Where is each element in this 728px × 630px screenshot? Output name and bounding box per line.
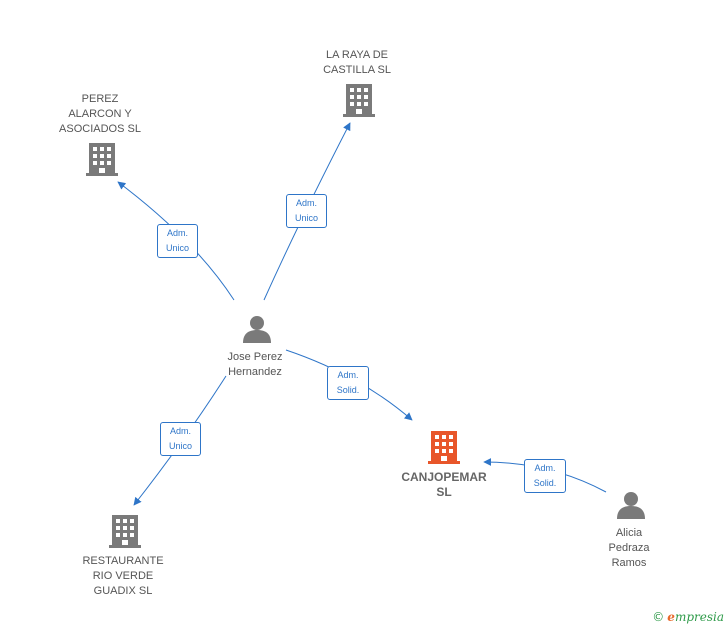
building-icon[interactable] [109,515,141,548]
edge-label-adm-unico: Adm. Unico [160,422,201,456]
edge-label-adm-unico: Adm. Unico [157,224,198,258]
node-label-jose[interactable]: Jose Perez Hernandez [227,351,283,378]
person-icon[interactable] [243,316,271,343]
node-label-alicia[interactable]: Alicia Pedraza Ramos [608,527,650,569]
brand-logo: ©empresia [652,610,724,624]
building-icon[interactable] [86,143,118,176]
edge-label-adm-unico: Adm. Unico [286,194,327,228]
node-label-canjopemar[interactable]: CANJOPEMAR SL [401,470,487,499]
person-icon[interactable] [617,492,645,519]
brand-name: mpresia [674,610,724,624]
brand-e-letter: e [667,610,675,624]
edge-label-adm-solid: Adm. Solid. [524,459,566,493]
copyright-icon: © [652,610,665,624]
building-icon[interactable] [343,84,375,117]
focus-building-icon[interactable] [428,431,460,464]
node-label-restaurante[interactable]: RESTAURANTE RIO VERDE GUADIX SL [82,555,164,597]
node-label-la-raya[interactable]: LA RAYA DE CASTILLA SL [323,49,391,76]
edge-label-adm-solid: Adm. Solid. [327,366,369,400]
node-label-perez-alarcon[interactable]: PEREZ ALARCON Y ASOCIADOS SL [59,93,141,135]
